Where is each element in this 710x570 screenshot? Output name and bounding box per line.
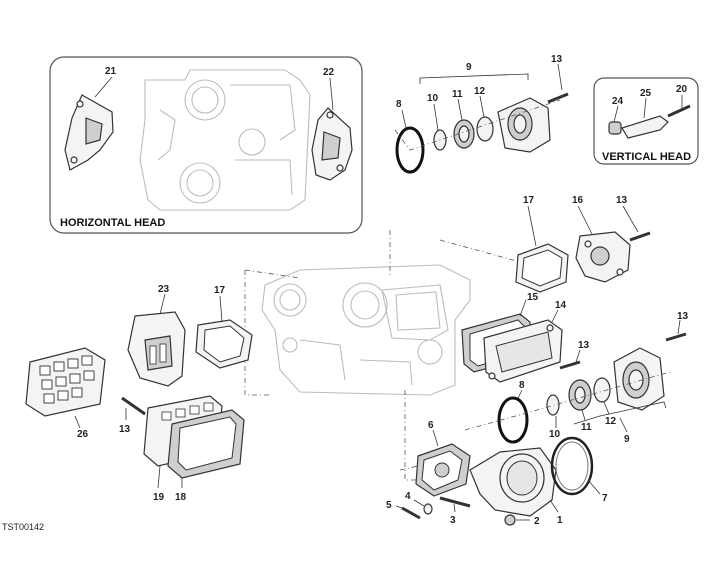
callout-25: 25 <box>640 88 652 99</box>
part-4-washer <box>423 503 433 515</box>
callout-6: 6 <box>428 420 434 431</box>
callout-19: 19 <box>153 492 165 503</box>
part-5-bolt <box>401 506 421 520</box>
axis-right-top <box>439 239 521 263</box>
callout-14: 14 <box>555 300 567 311</box>
engine-block-ghost <box>261 264 471 396</box>
horizontal-head-caption: HORIZONTAL HEAD <box>60 217 165 229</box>
callout-17-upper: 17 <box>523 195 535 206</box>
part-10-circlip-lower <box>546 394 560 416</box>
callout-21: 21 <box>105 66 117 77</box>
callout-13-middle: 13 <box>578 340 590 351</box>
callout-16: 16 <box>572 195 584 206</box>
callout-12-lower: 12 <box>605 416 617 427</box>
top-bearing-assembly: 9 8 10 11 12 13 <box>394 54 569 174</box>
part-22-bracket <box>311 107 353 181</box>
part-25-lever <box>621 115 669 139</box>
callout-10-top: 10 <box>427 93 439 104</box>
lower-bearing-assembly: 13 8 10 11 12 9 <box>464 311 689 445</box>
callout-9-top: 9 <box>466 62 472 73</box>
part-2-nut <box>504 514 516 526</box>
part-8-oring-lower <box>497 396 529 444</box>
middle-right-cover: 15 14 13 <box>461 292 590 383</box>
horizontal-head-inset: 21 22 HORIZONTAL HEAD <box>49 56 363 234</box>
callout-8-top: 8 <box>396 99 402 110</box>
callout-4: 4 <box>405 491 411 502</box>
part-3-stud <box>439 496 471 508</box>
callout-26: 26 <box>77 429 89 440</box>
callout-11-lower: 11 <box>581 422 592 433</box>
part-8-oring-top <box>395 126 425 174</box>
callout-2: 2 <box>534 516 540 527</box>
callout-15: 15 <box>527 292 539 303</box>
callout-8-lower: 8 <box>519 380 525 391</box>
callout-13-upper: 13 <box>616 195 628 206</box>
upper-right-cover: 17 16 13 <box>515 195 651 293</box>
part-7-clamp <box>550 436 594 496</box>
axis-left <box>244 270 270 396</box>
callout-3: 3 <box>450 515 456 526</box>
callout-22: 22 <box>323 67 335 78</box>
callout-7: 7 <box>602 493 608 504</box>
axis-left-top <box>244 269 301 279</box>
intake-assembly: 6 1 7 2 3 4 5 <box>386 420 608 527</box>
callout-13-left: 13 <box>119 424 131 435</box>
part-12-seal-lower <box>593 377 611 403</box>
vertical-head-inset: 24 25 20 VERTICAL HEAD <box>593 77 699 165</box>
callout-11-top: 11 <box>452 89 463 100</box>
callout-12-top: 12 <box>474 86 486 97</box>
callout-13-top: 13 <box>551 54 563 65</box>
callout-9-lower: 9 <box>624 434 630 445</box>
part-26-reed-block: 26 <box>25 347 106 440</box>
callout-17-left: 17 <box>214 285 226 296</box>
callout-10-lower: 10 <box>549 429 561 440</box>
left-upper-parts: 23 17 <box>127 284 253 387</box>
part-24-bushing <box>608 121 622 135</box>
left-lower-parts: 13 19 18 <box>119 395 245 503</box>
callout-24: 24 <box>612 96 624 107</box>
callout-20: 20 <box>676 84 688 95</box>
vertical-head-caption: VERTICAL HEAD <box>602 151 691 163</box>
callout-23: 23 <box>158 284 170 295</box>
part-21-bracket <box>64 94 114 171</box>
callout-5: 5 <box>386 500 392 511</box>
callout-18: 18 <box>175 492 187 503</box>
callout-13-lower: 13 <box>677 311 689 322</box>
part-12-seal-top <box>476 116 494 142</box>
drawing-code: TST00142 <box>2 522 44 532</box>
callout-1: 1 <box>557 515 563 526</box>
